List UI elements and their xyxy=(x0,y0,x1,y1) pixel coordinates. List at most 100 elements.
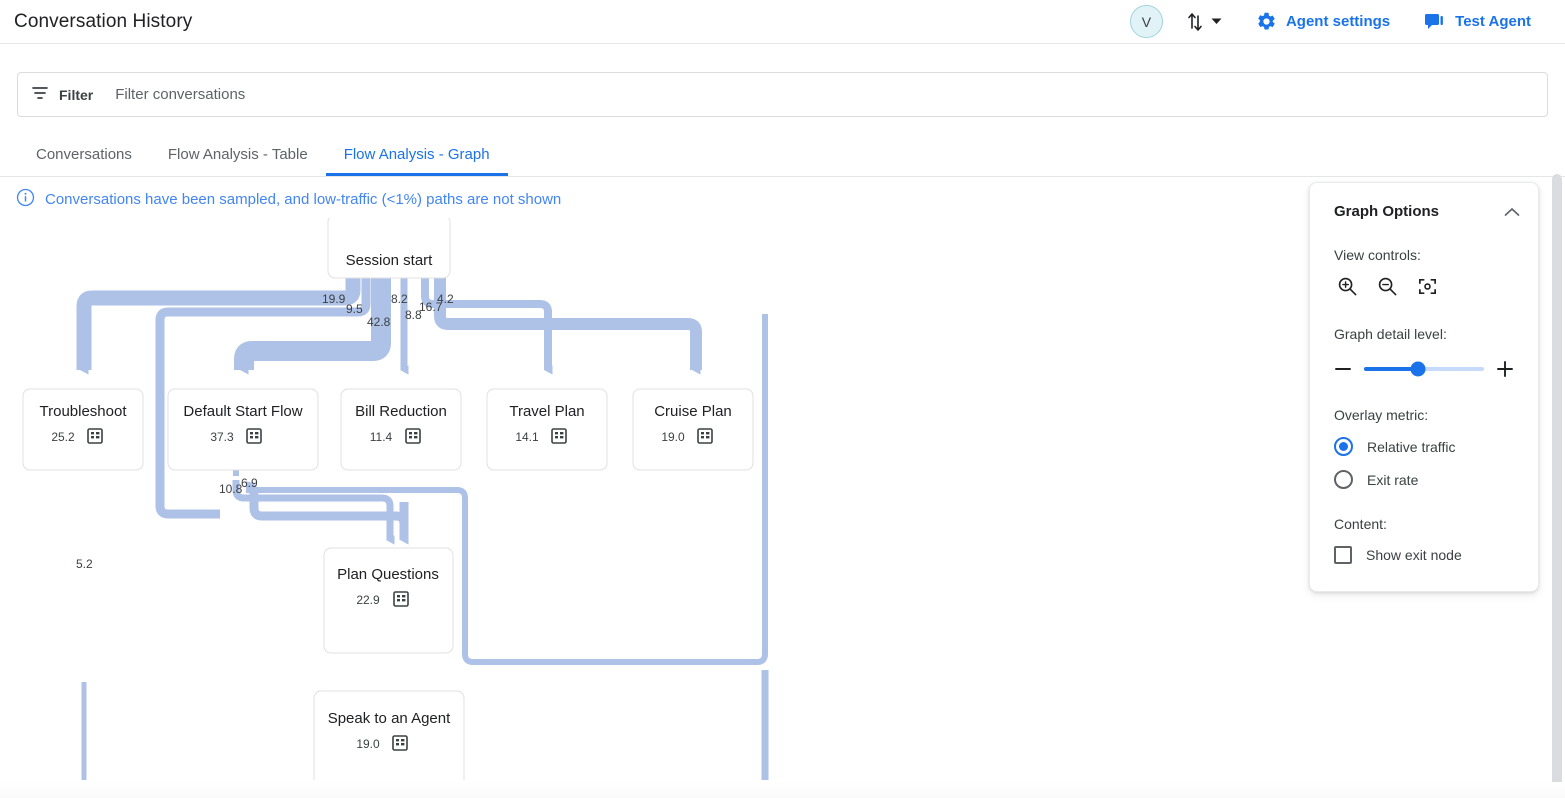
chevron-up-icon[interactable] xyxy=(1504,207,1520,217)
graph-node-travel-plan[interactable]: Travel Plan 14.1 xyxy=(486,388,608,471)
slider-fill xyxy=(1364,367,1418,371)
tab-conversations[interactable]: Conversations xyxy=(18,133,150,176)
node-label-default-start-flow: Default Start Flow xyxy=(183,403,302,420)
node-metric-default-start-flow: 37.3 xyxy=(210,430,234,444)
radio-relative-traffic[interactable]: Relative traffic xyxy=(1310,437,1538,456)
agent-settings-label: Agent settings xyxy=(1285,13,1391,30)
graph-options-header: Graph Options xyxy=(1310,183,1538,220)
test-agent-button[interactable]: Test Agent xyxy=(1424,12,1531,32)
table-icon[interactable] xyxy=(551,428,567,444)
edge-label-2: 42.8 xyxy=(367,315,391,329)
radio-exit-rate[interactable]: Exit rate xyxy=(1310,470,1538,489)
node-metric-bill-reduction: 11.4 xyxy=(370,430,393,444)
table-icon[interactable] xyxy=(393,591,409,607)
node-metric-cruise-plan: 19.0 xyxy=(661,430,685,444)
graph-detail-level-label: Graph detail level: xyxy=(1334,326,1447,342)
graph-node-cruise-plan[interactable]: Cruise Plan 19.0 xyxy=(632,388,754,471)
sampling-info-text: Conversations have been sampled, and low… xyxy=(45,191,562,208)
table-icon[interactable] xyxy=(246,428,262,444)
overlay-metric-label: Overlay metric: xyxy=(1334,407,1429,423)
show-exit-node-label: Show exit node xyxy=(1366,547,1462,563)
zoom-out-icon[interactable] xyxy=(1374,273,1400,299)
filter-bar: Filter xyxy=(17,72,1548,117)
edge-label-0: 19.9 xyxy=(322,292,346,306)
node-label-cruise-plan: Cruise Plan xyxy=(654,403,732,420)
node-label-session-start: Session start xyxy=(346,252,434,269)
filter-conversations-input[interactable] xyxy=(115,73,1547,116)
node-metric-troubleshoot: 25.2 xyxy=(51,430,75,444)
edge-label-4: 8.8 xyxy=(405,308,422,322)
top-bar-actions: V Agent settings xyxy=(1129,0,1565,44)
radio-indicator-unselected xyxy=(1334,470,1353,489)
table-icon[interactable] xyxy=(392,735,408,751)
plus-icon[interactable] xyxy=(1494,358,1516,380)
radio-relative-traffic-label: Relative traffic xyxy=(1367,438,1456,455)
swap-agent-selector[interactable] xyxy=(1185,11,1222,33)
center-focus-icon[interactable] xyxy=(1414,273,1440,299)
radio-indicator-selected xyxy=(1334,437,1353,456)
tab-flow-analysis-table-label: Flow Analysis - Table xyxy=(167,146,308,163)
graph-node-troubleshoot[interactable]: Troubleshoot 25.2 xyxy=(22,388,144,471)
flow-graph-svg: 19.9 9.5 42.8 8.2 8.8 16.7 4.2 10.8 6.9 … xyxy=(22,218,769,780)
filter-label-group[interactable]: Filter xyxy=(31,84,93,105)
sampling-info-banner: Conversations have been sampled, and low… xyxy=(16,188,561,211)
radio-dot xyxy=(1339,442,1348,451)
analysis-tabs: Conversations Flow Analysis - Table Flow… xyxy=(0,133,1565,177)
flow-edges xyxy=(76,260,769,780)
minus-icon[interactable] xyxy=(1332,358,1354,380)
tab-flow-analysis-graph-label: Flow Analysis - Graph xyxy=(343,146,490,163)
graph-node-session-start[interactable]: Session start xyxy=(327,218,451,279)
node-label-plan-questions: Plan Questions xyxy=(337,566,439,583)
node-label-troubleshoot: Troubleshoot xyxy=(40,403,128,420)
table-icon[interactable] xyxy=(405,428,421,444)
edge-label-8: 6.9 xyxy=(241,476,258,490)
filter-icon xyxy=(31,84,49,105)
content-label: Content: xyxy=(1334,516,1387,532)
checkbox-show-exit-node[interactable]: Show exit node xyxy=(1310,546,1538,564)
avatar-initial: V xyxy=(1141,13,1152,30)
edge-label-9: 5.2 xyxy=(76,557,93,571)
graph-node-plan-questions[interactable]: Plan Questions 22.9 xyxy=(323,547,454,654)
page-title: Conversation History xyxy=(14,10,193,32)
node-label-bill-reduction: Bill Reduction xyxy=(355,403,447,420)
agent-settings-button[interactable]: Agent settings xyxy=(1256,11,1390,32)
tab-flow-analysis-table[interactable]: Flow Analysis - Table xyxy=(150,133,326,176)
chat-bubbles-icon xyxy=(1424,12,1446,32)
edge-label-6: 4.2 xyxy=(437,292,454,306)
swap-vert-icon xyxy=(1185,11,1205,33)
node-metric-plan-questions: 22.9 xyxy=(356,593,380,607)
checkbox-indicator xyxy=(1334,546,1352,564)
graph-detail-slider[interactable] xyxy=(1364,361,1484,377)
table-icon[interactable] xyxy=(697,428,713,444)
edge-label-1: 9.5 xyxy=(346,302,363,316)
gear-icon xyxy=(1256,11,1277,32)
zoom-in-icon[interactable] xyxy=(1334,273,1360,299)
graph-options-title: Graph Options xyxy=(1334,203,1439,220)
chevron-down-icon xyxy=(1211,18,1222,25)
avatar[interactable]: V xyxy=(1129,5,1163,38)
tab-conversations-label: Conversations xyxy=(36,146,132,163)
graph-node-bill-reduction[interactable]: Bill Reduction 11.4 xyxy=(340,388,462,471)
radio-exit-rate-label: Exit rate xyxy=(1367,471,1419,488)
table-icon[interactable] xyxy=(87,428,103,444)
top-app-bar: Conversation History V Agent settings xyxy=(0,0,1565,44)
graph-node-default-start-flow[interactable]: Default Start Flow 37.3 xyxy=(167,388,319,471)
graph-options-panel: Graph Options View controls: xyxy=(1309,182,1539,592)
view-controls-label: View controls: xyxy=(1334,247,1421,263)
info-circle-icon xyxy=(16,188,35,211)
tab-flow-analysis-graph[interactable]: Flow Analysis - Graph xyxy=(325,133,508,176)
graph-node-speak-to-an-agent[interactable]: Speak to an Agent 19.0 xyxy=(313,690,465,780)
node-label-travel-plan: Travel Plan xyxy=(509,403,584,420)
bottom-edge xyxy=(0,782,1565,798)
filter-label: Filter xyxy=(59,86,94,103)
edge-label-7: 10.8 xyxy=(219,482,243,496)
edge-label-3: 8.2 xyxy=(391,292,408,306)
node-metric-travel-plan: 14.1 xyxy=(515,430,539,444)
node-metric-speak-to-an-agent: 19.0 xyxy=(356,737,380,751)
slider-thumb[interactable] xyxy=(1410,361,1426,377)
node-label-speak-to-an-agent: Speak to an Agent xyxy=(328,710,451,727)
page-scrollbar[interactable] xyxy=(1552,174,1562,794)
edge-label-5: 16.7 xyxy=(419,300,443,314)
view-controls-group xyxy=(1310,273,1538,299)
flow-graph-canvas[interactable]: 19.9 9.5 42.8 8.2 8.8 16.7 4.2 10.8 6.9 … xyxy=(0,218,1547,780)
